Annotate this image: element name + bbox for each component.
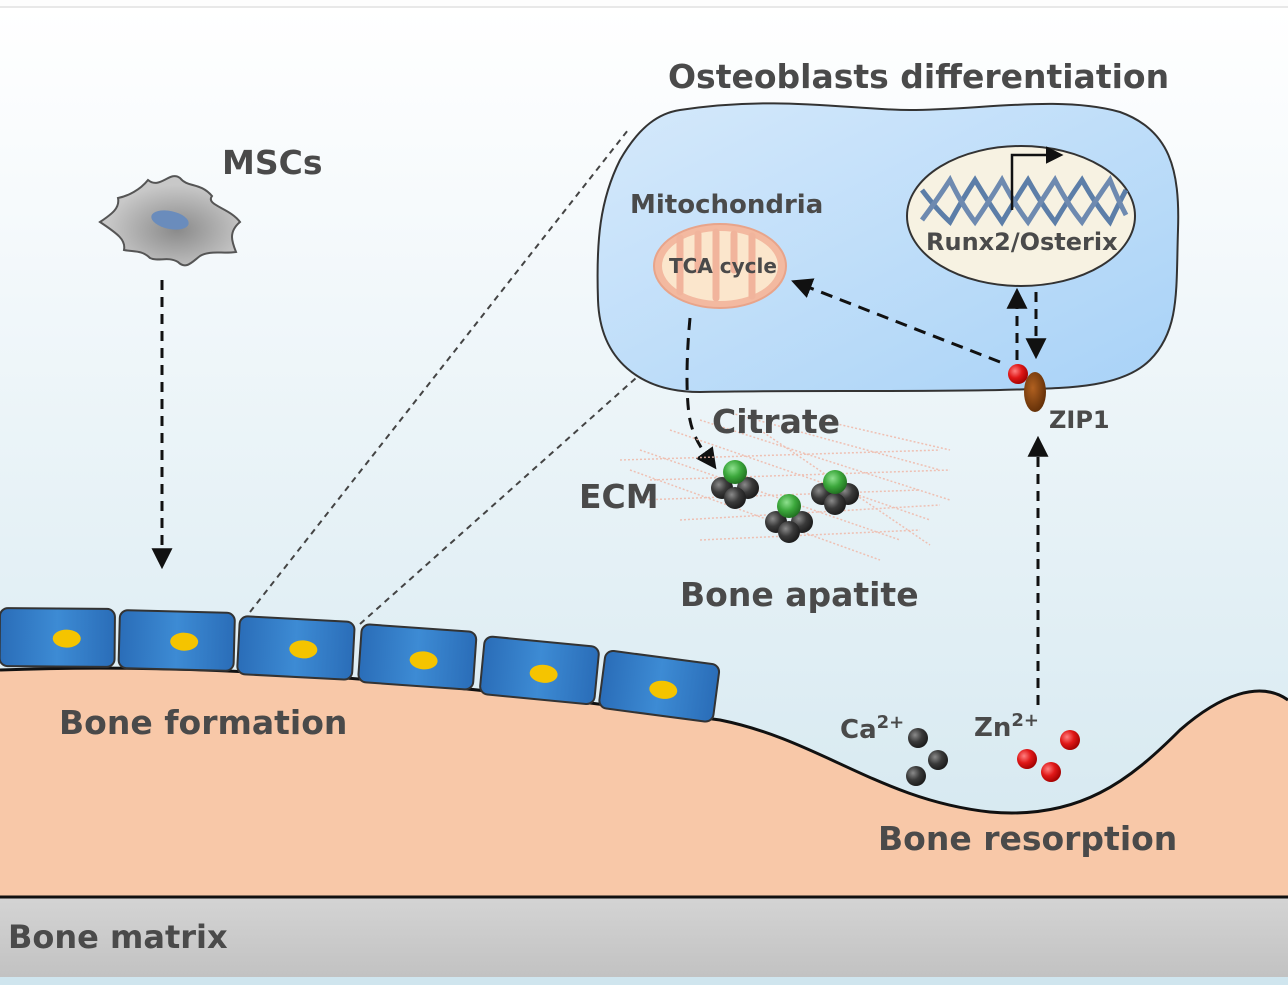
mitochondrion <box>653 223 787 309</box>
zip1-label: ZIP1 <box>1049 406 1110 434</box>
zinc-ion <box>1008 364 1028 384</box>
dna-strand <box>919 174 1129 227</box>
osteoblast-cell <box>236 615 356 681</box>
osteoblast-cell <box>117 609 236 672</box>
osteoblast-cell <box>598 649 721 723</box>
mitochondria-to-citrate-arrow <box>685 317 717 470</box>
bone-surface <box>0 668 1288 897</box>
zinc-ions <box>1017 730 1080 782</box>
nucleus <box>409 651 438 670</box>
ecm-label: ECM <box>579 477 659 516</box>
calcium-charge: 2+ <box>877 712 905 733</box>
calcium-ions <box>906 728 948 786</box>
ecm-collagen-fibers <box>619 409 951 561</box>
runx2-osterix-label: Runx2/Osterix <box>926 228 1118 256</box>
osteoblast-cell <box>479 635 600 706</box>
calcium-symbol: Ca <box>840 715 877 745</box>
osteoblast-layer <box>0 607 721 723</box>
msc-cell <box>98 175 242 267</box>
citrate-label: Citrate <box>712 402 840 441</box>
zinc-to-mitochondria-arrow <box>791 278 1001 364</box>
bone-formation-label: Bone formation <box>59 703 347 742</box>
zinc-ion-label: Zn2+ <box>974 710 1039 743</box>
transcription-start-arrow <box>1010 146 1064 210</box>
bone-matrix-layer <box>0 897 1288 977</box>
nucleus <box>52 629 81 648</box>
apatite-complex <box>765 494 813 543</box>
diagram-title: Osteoblasts differentiation <box>668 57 1169 96</box>
zinc-symbol: Zn <box>974 713 1011 743</box>
nucleus <box>289 640 318 659</box>
calcium-ion-label: Ca2+ <box>840 712 904 745</box>
apatite-complex <box>811 470 859 515</box>
nucleus-dna <box>906 145 1136 287</box>
mitochondria-cristae <box>676 228 756 302</box>
mitochondria-label: Mitochondria <box>630 190 823 220</box>
zip1-transporter <box>1024 372 1046 412</box>
tca-cycle-label: TCA cycle <box>669 254 777 278</box>
msc-nucleus <box>151 210 189 230</box>
nucleus <box>170 632 199 651</box>
nucleus <box>649 680 678 699</box>
zoom-guide-line <box>359 377 637 625</box>
bone-resorption-label: Bone resorption <box>878 819 1177 858</box>
zinc-charge: 2+ <box>1011 710 1039 731</box>
mscs-label: MSCs <box>222 143 322 182</box>
osteoblast-cell <box>0 607 116 668</box>
bone-matrix-label: Bone matrix <box>8 918 228 956</box>
zoom-guide-line <box>249 129 629 613</box>
dna-strand <box>920 175 1129 227</box>
bone-apatite-label: Bone apatite <box>680 575 919 614</box>
osteoblast-cell <box>357 623 478 691</box>
nucleus <box>529 664 558 683</box>
apatite-complex <box>711 460 759 509</box>
